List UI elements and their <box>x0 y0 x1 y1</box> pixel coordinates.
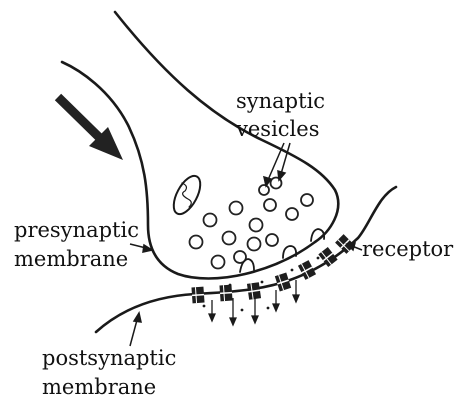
postsynaptic-leader-line <box>130 313 141 346</box>
vesicle <box>212 256 225 269</box>
signal-arrow <box>58 97 123 160</box>
vesicle <box>286 208 298 220</box>
vesicle <box>204 214 217 227</box>
vesicle <box>248 238 261 251</box>
receptor-protein <box>191 287 204 304</box>
vesicle <box>223 232 236 245</box>
label-postsynaptic-line2: membrane <box>42 375 156 399</box>
vesicle <box>264 199 276 211</box>
vesicle <box>250 219 263 232</box>
vesicle <box>266 234 278 246</box>
receptor-protein <box>275 273 291 292</box>
label-synaptic-vesicles-line1: synaptic <box>236 89 325 113</box>
presynaptic-leader-line <box>130 244 152 252</box>
vesicle <box>230 202 243 215</box>
receptor-protein <box>247 282 261 300</box>
vesicle <box>301 194 313 206</box>
mitochondrion <box>168 172 205 218</box>
label-presynaptic-line1: presynaptic <box>14 218 139 242</box>
vesicle <box>259 185 269 195</box>
label-postsynaptic-line1: postsynaptic <box>42 346 176 370</box>
label-synaptic-vesicles-line2: vesicles <box>235 117 319 141</box>
vesicle <box>190 236 203 249</box>
receptor-protein <box>219 285 232 302</box>
receptor-protein <box>318 247 337 267</box>
label-receptor: receptor <box>362 237 454 261</box>
label-presynaptic-line2: membrane <box>14 247 128 271</box>
